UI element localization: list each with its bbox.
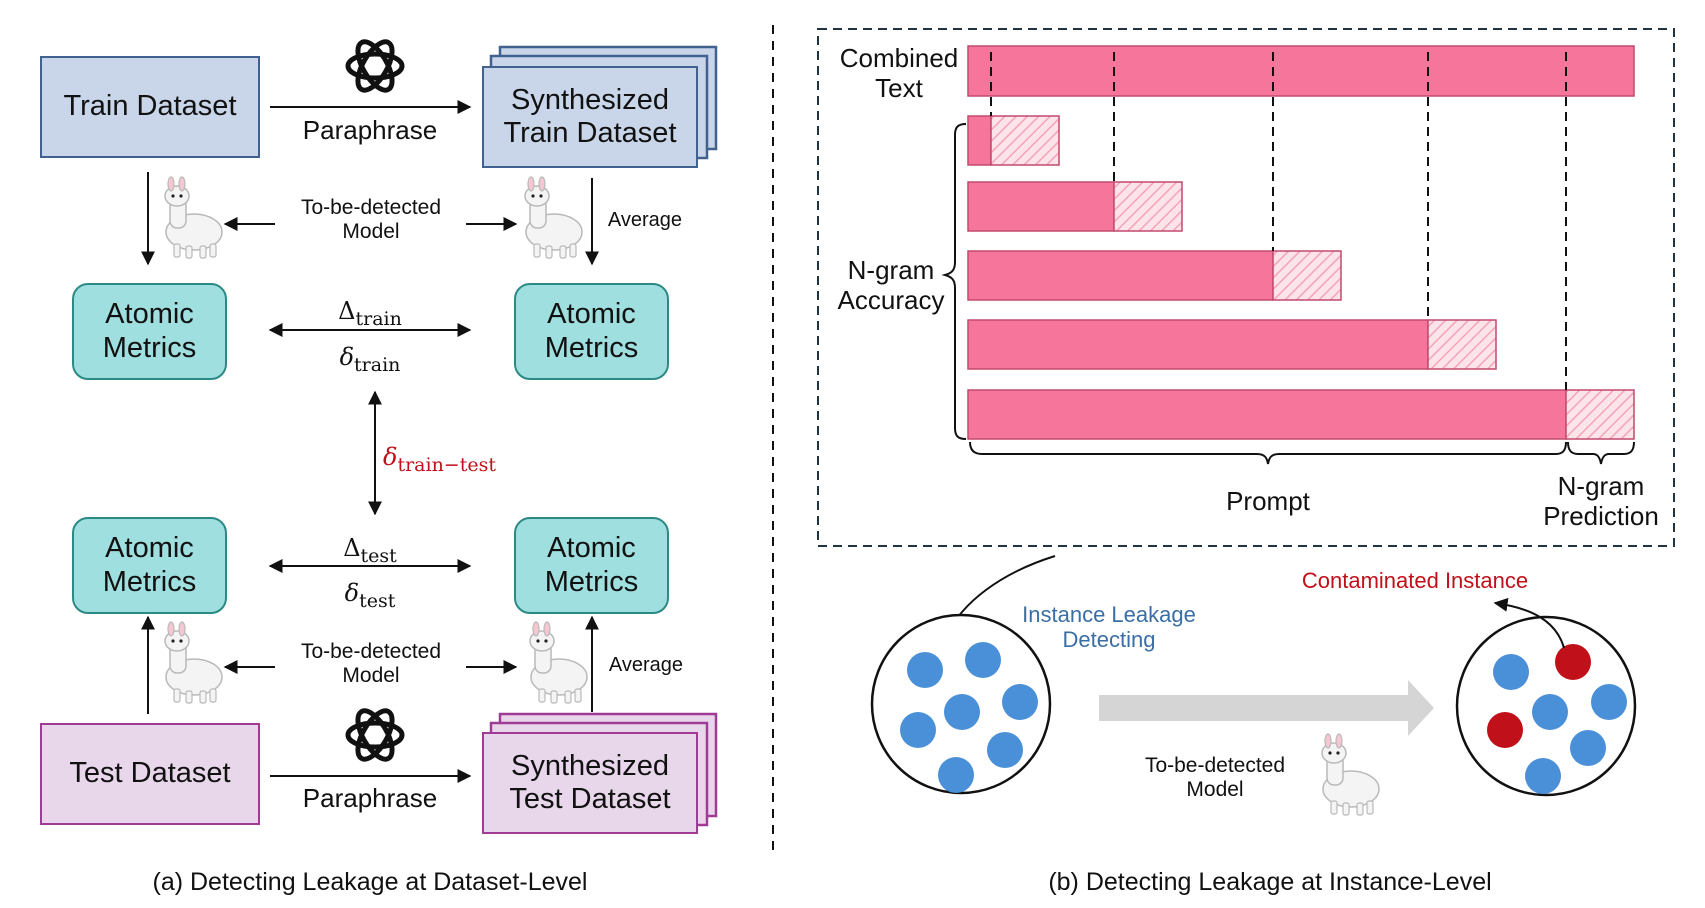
atomic-label-2: Metrics [102,565,197,598]
ngram-bar-4-prediction [1427,319,1497,370]
train-dataset-box: Train Dataset [40,56,260,158]
process-arrow-shaft [1099,695,1409,721]
prompt-label: Prompt [1226,486,1310,516]
ngram-accuracy-label: N-gram Accuracy [837,255,945,315]
llama-icon [164,176,223,259]
ngram-frame [817,28,1675,547]
ngram-bar-2-prediction [1113,181,1183,232]
synth-train-box: Synthesized Train Dataset [482,66,698,168]
atomic-label-2: Metrics [544,331,639,364]
atomic-label-1: Atomic [105,532,194,565]
ngram-prediction-label: N-gram Prediction [1543,471,1659,531]
prompt-brace [969,441,1567,465]
tbd-model-line-1: To-be-detected [300,196,442,219]
llama-icon [524,176,583,259]
llama-icon [1321,733,1380,816]
ngram-bar-1-prediction [990,115,1060,166]
atomic-metrics-synth-train-box: Atomic Metrics [514,283,669,380]
tbd-model-line-2: Model [342,220,400,244]
tbd-model-line-2: Model [342,664,400,688]
test-dataset-box: Test Dataset [40,723,260,825]
delta-test-label: Δtest [343,534,397,567]
llama-icon [529,621,588,704]
atomic-label-1: Atomic [105,298,194,331]
small-delta-train-label: δtrain [339,343,401,376]
caption-a: (a) Detecting Leakage at Dataset-Level [152,868,588,896]
ngram-guides [990,52,1567,390]
caption-b: (b) Detecting Leakage at Instance-Level [1048,868,1492,896]
atomic-label-2: Metrics [544,565,639,598]
ngram-bar-1-prompt [967,115,992,166]
instances-after [1487,644,1627,794]
delta-train-label: Δtrain [338,297,402,330]
openai-logo-top [345,39,405,93]
synth-test-box: Synthesized Test Dataset [482,732,698,834]
atomic-label-2: Metrics [102,331,197,364]
paraphrase-label-top: Paraphrase [302,115,438,145]
tbd-model-label-top: To-be-detected Model [276,196,466,244]
prediction-brace [1567,441,1635,465]
atomic-label-1: Atomic [547,532,636,565]
combined-text-bar [967,45,1635,97]
paraphrase-label-bottom: Paraphrase [302,783,438,813]
instance-leakage-label: Instance Leakage Detecting [1022,602,1196,653]
synth-test-label-2: Test Dataset [509,783,671,815]
test-dataset-label: Test Dataset [69,757,231,790]
synth-train-label-1: Synthesized [511,83,669,116]
llama-icon [164,621,223,704]
synth-train-label-2: Train Dataset [503,117,677,149]
clean-instances-before [900,642,1038,793]
tbd-model-label-right: To-be-detected Model [1144,754,1286,802]
average-label-bottom: Average [608,654,684,676]
atomic-metrics-test-box: Atomic Metrics [72,517,227,614]
ngram-bar-5-prediction [1565,389,1635,440]
atomic-metrics-synth-test-box: Atomic Metrics [514,517,669,614]
tbd-model-label-bottom: To-be-detected Model [276,640,466,688]
ngram-bar-5-prompt [967,389,1567,440]
atomic-metrics-train-box: Atomic Metrics [72,283,227,380]
openai-logo-bottom [345,708,405,762]
delta-train-test-label: δtrain−test [383,443,496,476]
tbd-model-line-1: To-be-detected [300,640,442,663]
ngram-bar-3-prediction [1272,250,1342,301]
process-arrow-head [1408,680,1434,736]
synth-test-label-1: Synthesized [511,749,669,782]
ngram-bar-4-prompt [967,319,1429,370]
atomic-label-1: Atomic [547,298,636,331]
average-label-top: Average [607,209,683,231]
train-dataset-label: Train Dataset [63,90,237,123]
combined-text-label: Combined Text [839,43,959,103]
ngram-bar-3-prompt [967,250,1274,301]
accuracy-brace [941,123,967,440]
arrow-contaminated [1493,597,1565,649]
small-delta-test-label: δtest [344,579,396,612]
ngram-bar-2-prompt [967,181,1115,232]
contaminated-instance-label: Contaminated Instance [1301,568,1529,593]
